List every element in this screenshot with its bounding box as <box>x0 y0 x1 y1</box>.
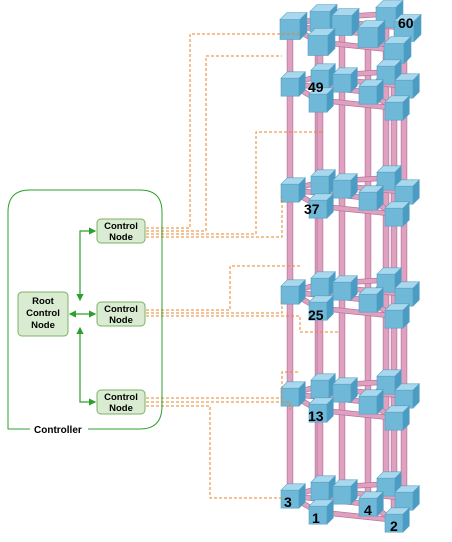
node-cube-l4-7 <box>376 59 403 85</box>
link-bot-2 <box>146 401 291 410</box>
root-link-top <box>76 227 97 302</box>
node-cube-l3-6 <box>310 169 337 195</box>
control-node-top-line1: Control <box>104 221 138 232</box>
node-cube-l0-1 <box>384 507 411 533</box>
node-cube-l3-5 <box>394 179 421 205</box>
label-13: 13 <box>308 408 324 424</box>
node-cube-l2-4 <box>332 275 359 301</box>
control-node-middle-line1: Control <box>104 304 138 315</box>
node-cube-l2-7 <box>376 267 403 293</box>
node-cube-l1-3 <box>358 389 385 415</box>
link-mid-3 <box>146 315 338 333</box>
link-bot-3 <box>146 405 282 499</box>
node-cube-l5-4 <box>331 7 360 37</box>
node-cube-l1-5 <box>394 383 421 409</box>
node-cube-l2-6 <box>310 271 337 297</box>
link-top-4 <box>146 196 283 238</box>
node-cube-l1-2 <box>280 381 307 407</box>
control-node-bottom-line1: Control <box>104 392 138 403</box>
node-cube-l2-2 <box>280 279 307 305</box>
label-37: 37 <box>304 201 320 217</box>
control-node-bottom[interactable]: Control Node <box>96 389 146 415</box>
node-cube-l2-3 <box>358 287 385 313</box>
node-cube-l4-5 <box>394 73 421 99</box>
label-3: 3 <box>284 494 292 510</box>
control-node-top-line2: Node <box>109 232 133 243</box>
label-49: 49 <box>308 79 324 95</box>
root-label-line2: Control <box>26 308 60 319</box>
link-top-1 <box>146 33 300 229</box>
node-cube-l4-2 <box>280 71 307 97</box>
link-mid-1 <box>146 265 300 311</box>
node-cube-l0-3 <box>358 491 385 517</box>
label-60: 60 <box>398 15 414 31</box>
label-4: 4 <box>364 502 372 518</box>
node-cube-l4-0 <box>308 87 335 113</box>
link-top-2 <box>146 55 282 232</box>
node-cube-l3-3 <box>358 185 385 211</box>
node-cube-l3-7 <box>376 165 403 191</box>
node-cube-l0-5 <box>394 485 421 511</box>
node-cube-l1-4 <box>332 377 359 403</box>
root-control-node[interactable]: Root Control Node <box>17 291 69 337</box>
controller-label: Controller <box>34 425 82 436</box>
node-cube-l2-5 <box>394 281 421 307</box>
node-cube-l5-3 <box>357 19 386 49</box>
node-cube-l4-3 <box>358 79 385 105</box>
controller-boundary <box>7 189 163 430</box>
label-2: 2 <box>390 518 398 534</box>
node-cube-l3-0 <box>308 193 335 219</box>
node-cube-l5-1 <box>383 35 412 65</box>
link-bot-1 <box>146 371 300 399</box>
node-cube-l3-4 <box>332 173 359 199</box>
root-label-line1: Root <box>32 296 54 307</box>
node-cube-l5-0 <box>307 27 336 57</box>
link-top-3 <box>146 131 323 235</box>
node-cube-l4-6 <box>310 63 337 89</box>
control-node-bottom-line2: Node <box>109 403 133 414</box>
node-cube-l0-2 <box>280 483 307 509</box>
root-links <box>68 227 97 406</box>
node-cube-l0-6 <box>310 475 337 501</box>
node-cube-l3-2 <box>280 177 307 203</box>
node-cube-l0-0 <box>308 499 335 525</box>
node-cube-l0-4 <box>332 479 359 505</box>
node-cube-l2-0 <box>308 295 335 321</box>
node-cube-l3-1 <box>384 201 411 227</box>
control-node-top[interactable]: Control Node <box>96 218 146 244</box>
node-cube-l1-6 <box>310 373 337 399</box>
node-cube-l1-1 <box>384 405 411 431</box>
lattice-labels: 60 49 37 25 13 3 1 4 2 <box>284 15 414 534</box>
node-cube-l1-0 <box>308 397 335 423</box>
label-25: 25 <box>308 307 324 323</box>
root-label-line3: Node <box>31 320 55 331</box>
node-cube-l5-2 <box>279 11 308 41</box>
link-mid-2 <box>146 302 283 314</box>
root-link-bottom <box>76 326 97 406</box>
label-1: 1 <box>312 510 320 526</box>
lattice-structure <box>279 0 422 533</box>
control-node-middle-line2: Node <box>109 315 133 326</box>
control-node-middle[interactable]: Control Node <box>96 301 146 327</box>
node-cube-l4-1 <box>384 95 411 121</box>
node-cube-l2-1 <box>384 303 411 329</box>
node-cube-l4-4 <box>332 67 359 93</box>
control-links <box>146 33 338 499</box>
